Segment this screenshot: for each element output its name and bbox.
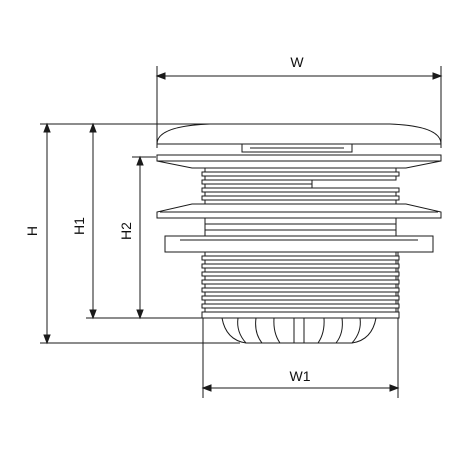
body-mid-ribs — [205, 223, 396, 231]
dim-h-label: H — [24, 226, 40, 236]
dim-w1-label: W1 — [290, 368, 311, 384]
dim-w-arrow-left — [155, 72, 166, 80]
dim-h1-label: H1 — [71, 217, 87, 235]
domed-cap — [156, 123, 442, 145]
sealing-flange — [156, 203, 442, 219]
dim-w1-arrow-right — [389, 384, 400, 392]
dim-h1-arrow-bottom — [89, 309, 97, 320]
waste-plug-part — [156, 123, 442, 344]
dimension-h2 — [132, 155, 156, 320]
body-mid — [204, 217, 397, 237]
upper-thread — [201, 167, 400, 205]
dimension-w — [155, 66, 443, 148]
dim-w-label: W — [290, 54, 304, 70]
top-flange — [156, 154, 442, 162]
dimension-h — [40, 122, 240, 345]
dim-h2-arrow-top — [136, 155, 144, 166]
dim-h2-arrow-bottom — [136, 309, 144, 320]
dim-h2-label: H2 — [118, 222, 134, 240]
dim-w1-arrow-left — [201, 384, 212, 392]
top-flange-taper — [156, 160, 442, 169]
locking-nut — [164, 235, 434, 253]
strainer-ribs — [237, 317, 361, 344]
dim-h-arrow-bottom — [43, 334, 51, 345]
dimension-h1 — [86, 122, 206, 320]
dimension-w1 — [201, 252, 400, 398]
lower-thread — [201, 251, 400, 319]
strainer-cage — [221, 317, 377, 344]
dim-h-arrow-top — [43, 122, 51, 133]
dim-h1-arrow-top — [89, 122, 97, 133]
dim-w-arrow-right — [432, 72, 443, 80]
